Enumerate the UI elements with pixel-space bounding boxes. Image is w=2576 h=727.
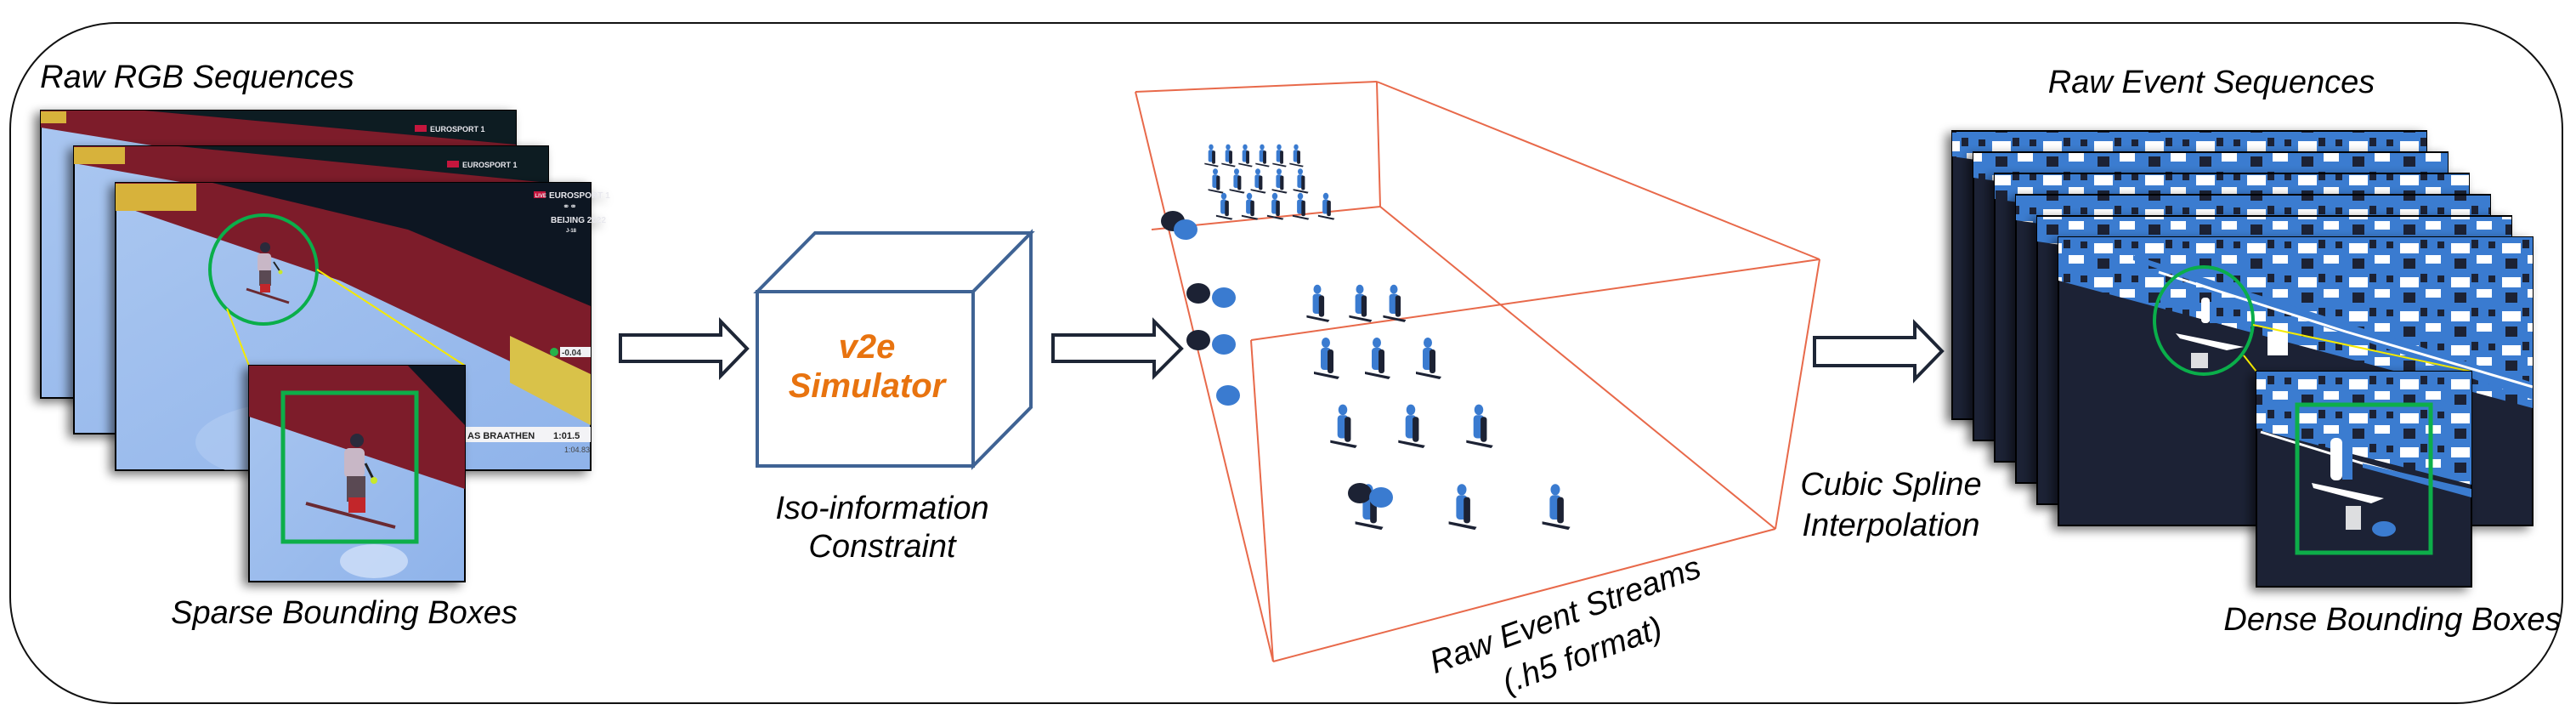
olympic-rings-icon: ⚭⚭ <box>563 202 577 212</box>
event-silhouette <box>1271 168 1288 194</box>
event-blob <box>1186 330 1210 350</box>
flow-arrow-icon <box>619 317 750 380</box>
skier-figure <box>246 242 290 304</box>
event-silhouette <box>1448 484 1477 531</box>
event-silhouette <box>1317 192 1335 220</box>
event-blob <box>1186 283 1210 304</box>
simulator-caption-line1: Iso-information <box>775 491 988 526</box>
event-silhouette <box>1293 168 1309 194</box>
skier-figure <box>305 434 396 529</box>
event-silhouette <box>1255 144 1270 168</box>
dense-bbox-inset <box>2256 371 2472 588</box>
event-section-title: Raw Event Sequences <box>2048 65 2375 100</box>
simulator-caption-line2: Constraint <box>808 529 957 565</box>
event-blob <box>1174 219 1197 240</box>
zoom-connector <box>316 269 466 366</box>
event-silhouette <box>1416 338 1441 379</box>
rgb-section-title: Raw RGB Sequences <box>40 60 354 95</box>
simulator-name-line2: Simulator <box>789 367 948 405</box>
zoom-connector <box>226 308 250 366</box>
event-silhouette <box>1250 168 1266 194</box>
event-silhouette <box>1292 192 1310 220</box>
event-silhouette <box>1204 144 1219 168</box>
v2e-simulator-cube: v2e Simulator <box>753 229 1035 470</box>
channel-logo: EUROSPORT 1 <box>549 191 610 201</box>
zoom-connector <box>2243 355 2257 372</box>
athlete-name: AS BRAATHEN <box>467 431 535 441</box>
event-silhouette <box>1238 144 1253 168</box>
event-silhouette <box>1398 404 1425 449</box>
event-silhouette <box>1241 192 1259 220</box>
split-indicator-icon <box>550 348 558 356</box>
event-silhouette <box>1229 168 1245 194</box>
sparse-bounding-box <box>280 390 419 544</box>
simulator-name-line1: v2e <box>839 328 896 366</box>
event-silhouette <box>1215 192 1233 220</box>
channel-logo: EUROSPORT 1 <box>430 125 485 133</box>
event-silhouette <box>1266 192 1284 220</box>
event-silhouette <box>1289 144 1304 168</box>
event-stream-volume <box>1135 81 1820 662</box>
event-blob <box>1216 385 1240 406</box>
dense-bounding-box <box>2295 402 2433 555</box>
outer-frame <box>9 22 2563 704</box>
event-blob <box>1369 487 1393 508</box>
event-blob <box>1212 287 1236 308</box>
best-time: 1:04.83 <box>564 446 590 454</box>
interpolation-caption-line2: Interpolation <box>1802 508 1979 543</box>
event-name: BEIJING 2022 <box>551 216 606 225</box>
flow-arrow-icon <box>1051 317 1184 380</box>
event-silhouette <box>1208 168 1224 194</box>
event-silhouette <box>1221 144 1236 168</box>
event-silhouette <box>1306 284 1330 322</box>
event-section-caption: Dense Bounding Boxes <box>2223 602 2561 638</box>
flow-arrow-icon <box>1813 319 1945 383</box>
rgb-section-caption: Sparse Bounding Boxes <box>171 595 518 631</box>
event-silhouette <box>1330 404 1357 449</box>
snowboarder-figure <box>2176 298 2244 368</box>
zoom-connector <box>2252 324 2472 372</box>
event-blob <box>1348 483 1372 503</box>
event-silhouette <box>1542 484 1571 531</box>
event-silhouette <box>1466 404 1493 449</box>
event-silhouette <box>1383 284 1407 322</box>
countdown: J-18 <box>566 229 577 234</box>
highlight-circle <box>2153 265 2255 376</box>
interpolation-caption-line1: Cubic Spline <box>1800 467 1981 503</box>
sparse-bbox-inset <box>248 365 466 582</box>
event-silhouette <box>1365 338 1390 379</box>
event-silhouette <box>1272 144 1287 168</box>
split-time: -0.04 <box>562 349 581 358</box>
event-silhouette <box>1314 338 1339 379</box>
event-blob <box>1212 334 1236 355</box>
snowboarder-figure <box>2312 438 2396 537</box>
run-time: 1:01.5 <box>553 431 580 441</box>
channel-logo: EUROSPORT 1 <box>462 161 518 169</box>
live-badge-text: LIVE <box>535 194 546 199</box>
event-silhouette <box>1349 284 1373 322</box>
event-point-cloud <box>1161 144 1571 531</box>
live-badge <box>534 191 546 198</box>
